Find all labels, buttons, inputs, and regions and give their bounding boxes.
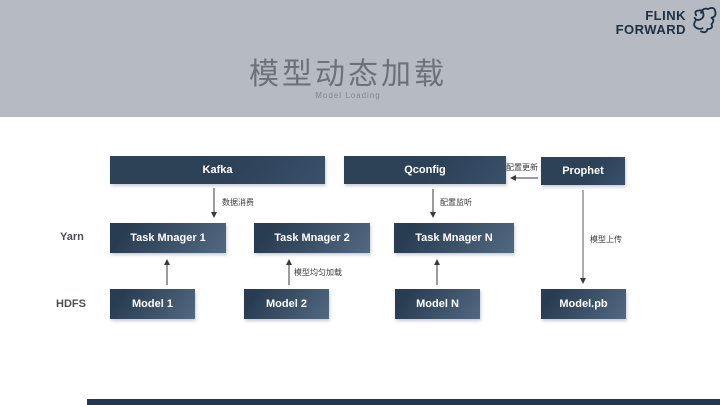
edge-label-model-even-load: 模型均匀加载: [294, 268, 342, 277]
node-task-manager-2: Task Mnager 2: [254, 223, 370, 253]
node-model-2: Model 2: [244, 289, 329, 319]
node-model-1: Model 1: [110, 289, 195, 319]
node-kafka: Kafka: [110, 156, 325, 184]
row-label-hdfs: HDFS: [56, 298, 86, 310]
logo-line2: FORWARD: [615, 22, 686, 37]
node-model-pb: Model.pb: [541, 289, 626, 319]
edge-label-model-upload: 模型上传: [590, 235, 622, 244]
page-subtitle: Model Loading: [315, 91, 381, 100]
edge-label-data-consume: 数据消费: [222, 198, 254, 207]
footer-accent-bar: [87, 399, 720, 405]
row-label-yarn: Yarn: [60, 231, 84, 243]
node-task-manager-n: Task Mnager N: [394, 223, 514, 253]
node-model-n: Model N: [395, 289, 480, 319]
node-qconfig: Qconfig: [344, 156, 506, 184]
node-task-manager-1: Task Mnager 1: [110, 223, 226, 253]
page-title: 模型动态加载: [249, 58, 447, 91]
flink-forward-logo: FLINK FORWARD: [616, 9, 686, 37]
edge-label-config-update: 配置更新: [506, 163, 538, 172]
node-prophet: Prophet: [541, 157, 625, 185]
edge-label-config-listen: 配置监听: [440, 198, 472, 207]
logo-line1: FLINK: [645, 8, 686, 23]
slide-header: 模型动态加载 Model Loading FLINK FORWARD: [0, 0, 720, 117]
squirrel-icon: [693, 7, 717, 34]
